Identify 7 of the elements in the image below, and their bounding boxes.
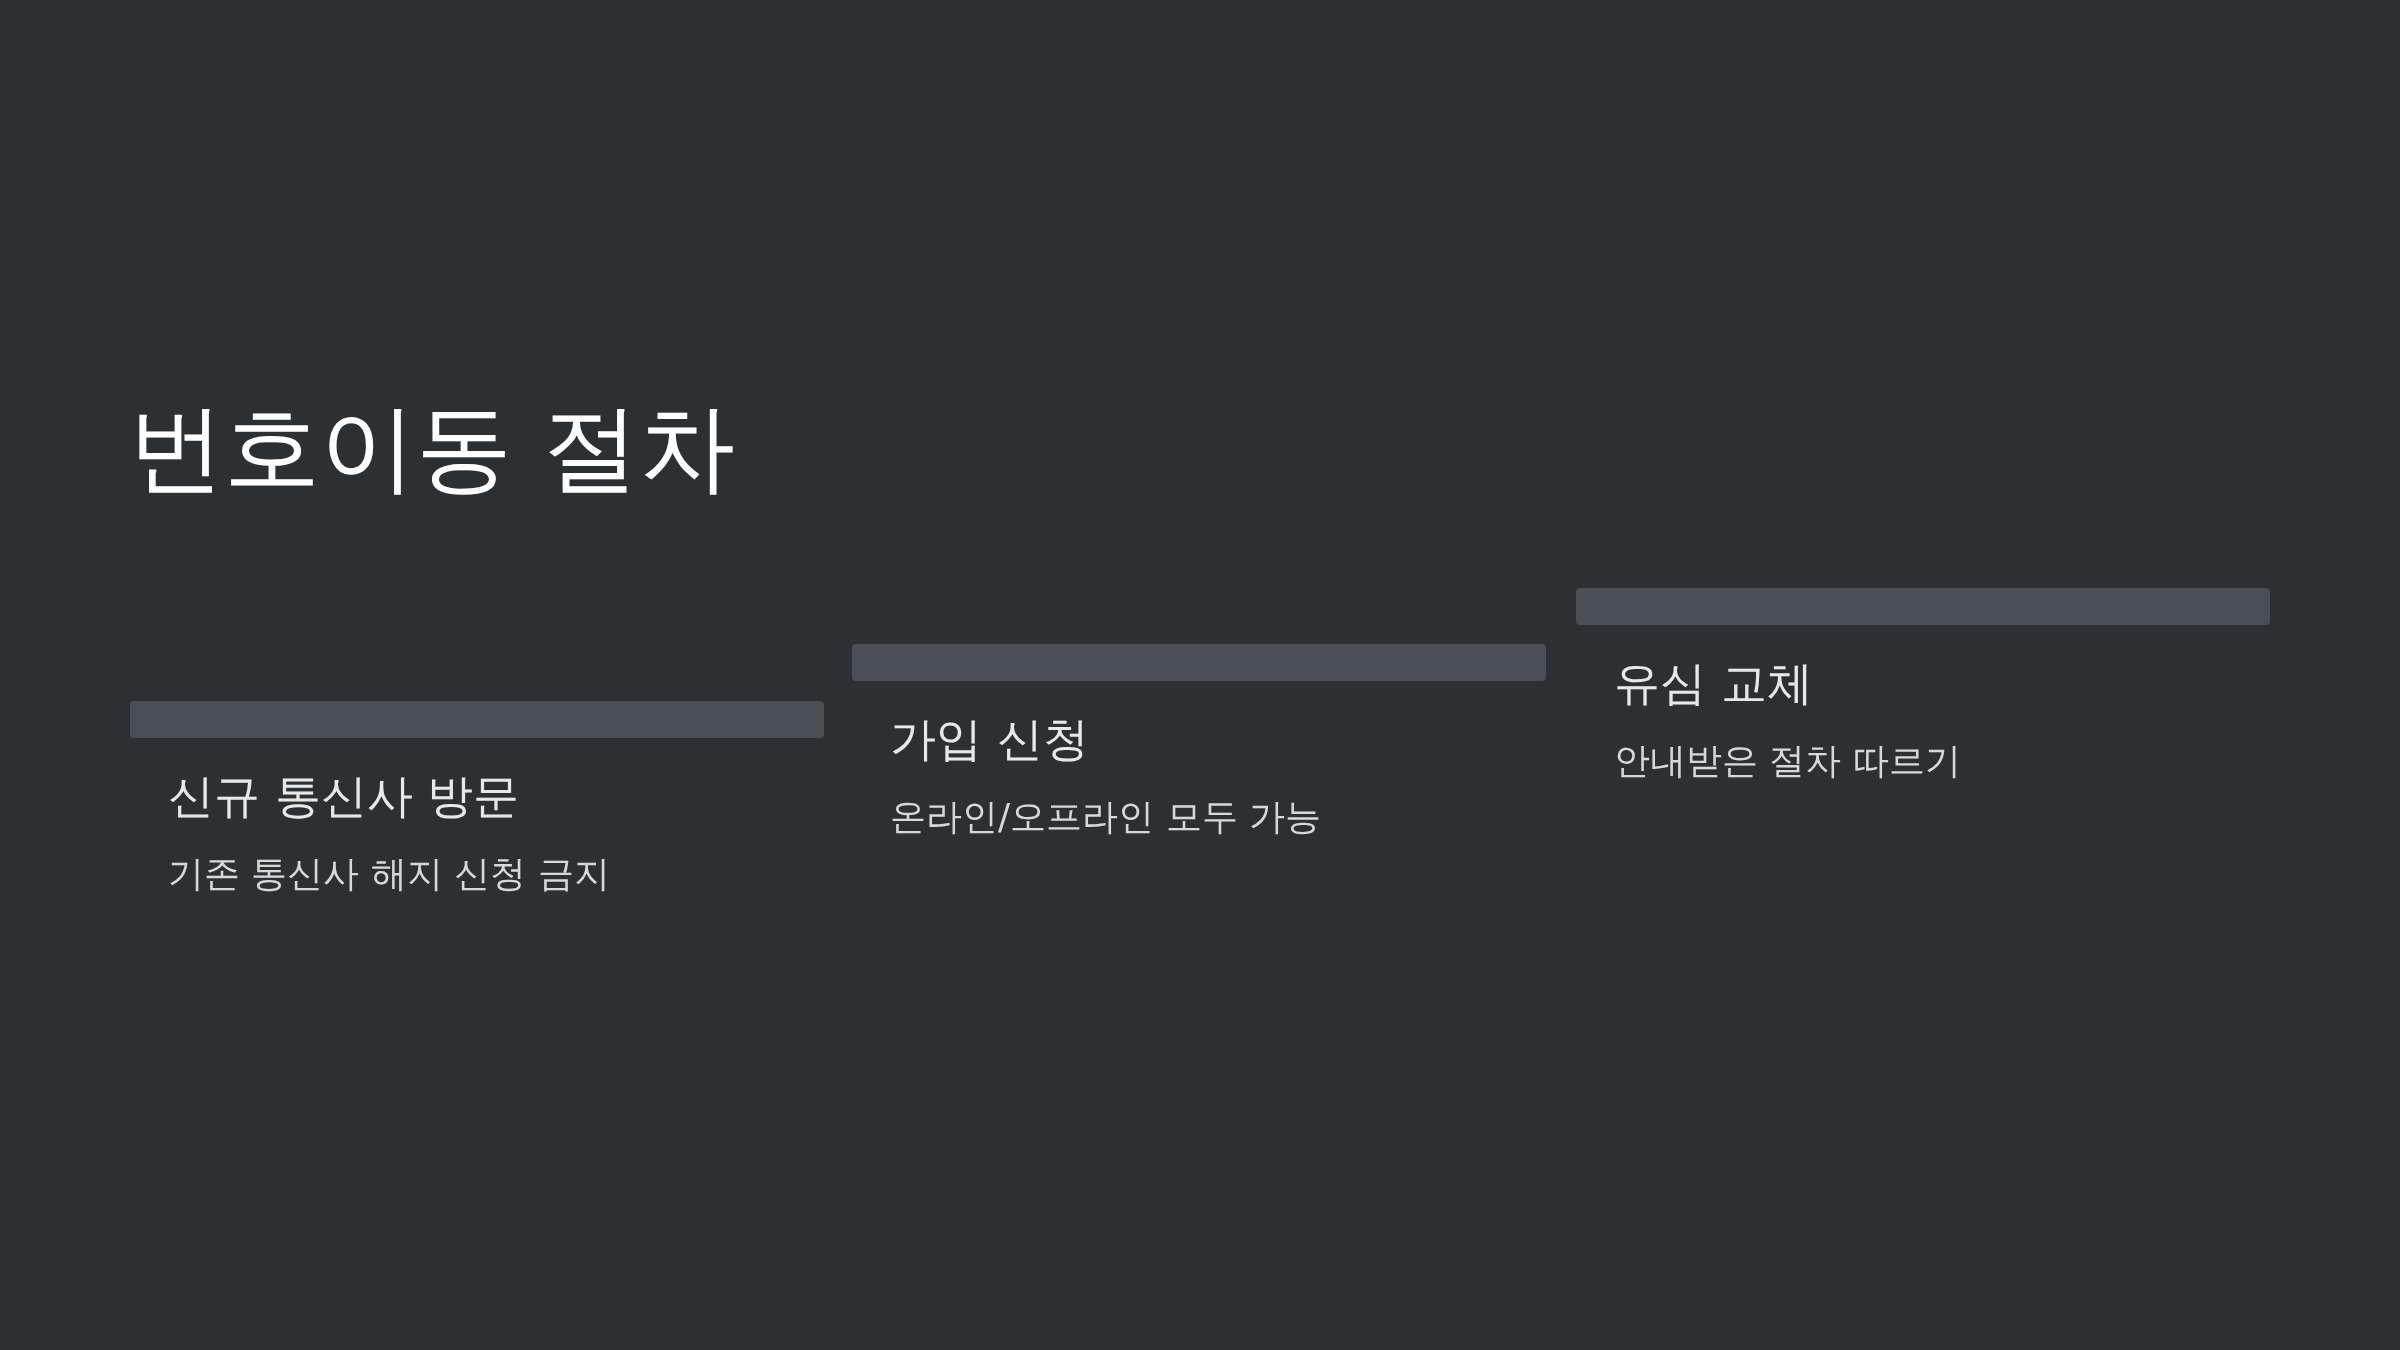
step-heading: 유심 교체: [1614, 655, 1813, 712]
step-heading: 가입 신청: [890, 711, 1089, 768]
step-heading: 신규 통신사 방문: [168, 768, 520, 825]
step-description: 온라인/오프라인 모두 가능: [890, 795, 1321, 839]
slide-title: 번호이동 절차: [128, 391, 735, 506]
step-description: 기존 통신사 해지 신청 금지: [168, 852, 610, 896]
step-description: 안내받은 절차 따르기: [1614, 739, 1961, 783]
